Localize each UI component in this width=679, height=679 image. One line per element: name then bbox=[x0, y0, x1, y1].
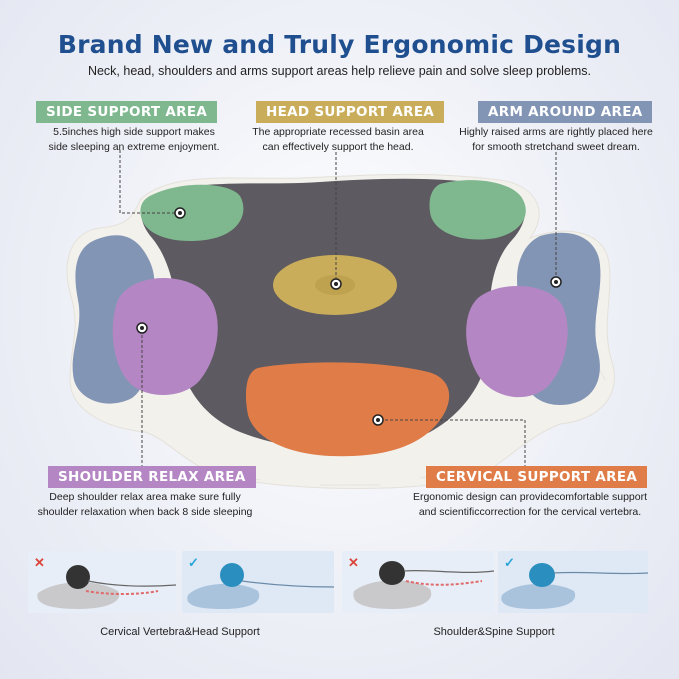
cervical-right-mark: ✓ bbox=[188, 555, 199, 570]
head-support-desc: The appropriate recessed basin area can … bbox=[228, 125, 448, 155]
shoulder-relax-desc-line1: Deep shoulder relax area make sure fully bbox=[49, 491, 241, 503]
pillow-cervical-pad bbox=[245, 362, 450, 457]
side-support-desc: 5.5inches high side support makes side s… bbox=[16, 125, 252, 155]
cervical-support-label: CERVICAL SUPPORT AREA bbox=[426, 466, 648, 488]
right-spine-illustration bbox=[501, 563, 648, 609]
right-neck-illustration bbox=[187, 563, 334, 609]
cervical-callout-line bbox=[380, 419, 526, 466]
spine-right-mark: ✓ bbox=[504, 555, 515, 570]
side-support-desc-line2: side sleeping an extreme enjoyment. bbox=[48, 141, 220, 153]
shoulder-relax-label: SHOULDER RELAX AREA bbox=[48, 466, 256, 488]
callout-markers bbox=[136, 207, 562, 426]
arm-around-desc-line2: for smooth stretchand sweet dream. bbox=[472, 141, 640, 153]
pillow-left-shoulder-pad bbox=[112, 278, 218, 396]
side-callout-line bbox=[119, 150, 176, 214]
spine-wrong-panel bbox=[342, 551, 494, 613]
cervical-caption: Cervical Vertebra&Head Support bbox=[100, 626, 260, 638]
spine-right-panel bbox=[498, 551, 648, 613]
wrong-neck-illustration bbox=[37, 565, 176, 609]
spine-wrong-mark: ✕ bbox=[348, 555, 359, 570]
arm-around-desc-line1: Highly raised arms are rightly placed he… bbox=[459, 126, 653, 138]
pillow-right-shoulder-pad bbox=[466, 285, 568, 398]
arm-around-label: ARM AROUND AREA bbox=[478, 101, 653, 123]
arm-around-desc: Highly raised arms are rightly placed he… bbox=[440, 125, 672, 155]
side-support-label: SIDE SUPPORT AREA bbox=[36, 101, 218, 123]
cervical-support-desc-line1: Ergonomic design can providecomfortable … bbox=[412, 491, 648, 503]
cervical-support-desc-line2: and scientificcorrection for the cervica… bbox=[418, 506, 642, 518]
page-subtitle: Neck, head, shoulders and arms support a… bbox=[87, 64, 592, 78]
shoulder-relax-desc: Deep shoulder relax area make sure fully… bbox=[14, 490, 276, 520]
cervical-wrong-mark: ✕ bbox=[34, 555, 45, 570]
spine-caption: Shoulder&Spine Support bbox=[433, 626, 555, 638]
cervical-right-panel bbox=[182, 551, 334, 613]
head-support-desc-line1: The appropriate recessed basin area bbox=[252, 126, 424, 138]
head-support-desc-line2: can effectively support the head. bbox=[262, 141, 414, 153]
shoulder-relax-desc-line2: shoulder relaxation when back 8 side sle… bbox=[37, 506, 253, 518]
cervical-support-desc: Ergonomic design can providecomfortable … bbox=[390, 490, 670, 520]
pillow-left-side-pad bbox=[140, 184, 244, 242]
page-title: Brand New and Truly Ergonomic Design bbox=[57, 30, 622, 59]
wrong-spine-illustration bbox=[353, 561, 494, 609]
pillow-right-side-pad bbox=[429, 180, 526, 240]
cervical-wrong-panel bbox=[28, 551, 176, 613]
head-support-label: HEAD SUPPORT AREA bbox=[256, 101, 445, 123]
side-support-desc-line1: 5.5inches high side support makes bbox=[53, 126, 215, 138]
